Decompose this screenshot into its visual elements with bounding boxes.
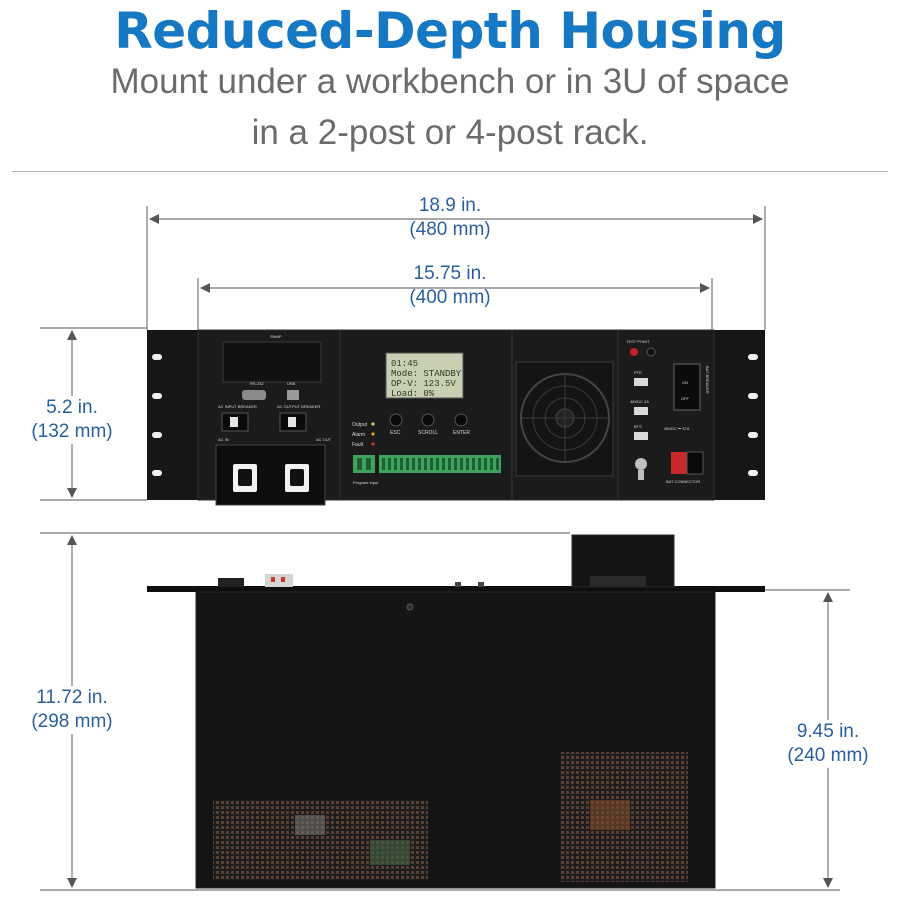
chassis-width-label: 15.75 in. (400 mm) — [380, 262, 520, 310]
page-title: Reduced-Depth Housing — [114, 2, 786, 60]
off-label: OFF — [681, 396, 690, 401]
height-inches: 5.2 in. — [46, 397, 98, 418]
fault-led-label: Fault — [352, 442, 364, 448]
test-point-label: TEST POINT — [626, 339, 650, 344]
ground-lug — [635, 458, 647, 470]
lcd-screen — [385, 352, 464, 399]
pte-connector — [634, 378, 648, 386]
chassis-depth-label: 9.45 in. (240 mm) — [772, 720, 884, 768]
bts-label: BTS — [634, 424, 642, 429]
snmp-slot — [222, 341, 322, 383]
lcd-line-1: 01:45 — [391, 359, 418, 369]
ac-out-label: AC OUT — [316, 437, 332, 442]
lcd-line-3: OP-V: 123.5V — [391, 379, 456, 389]
dc-rating-label: 48VDC ⎓ 37A — [664, 426, 690, 431]
divider-line — [12, 171, 888, 172]
rs232-label: RS-232 — [250, 381, 264, 386]
usb-label: USB — [287, 381, 296, 386]
bat-connector-black — [686, 451, 704, 475]
front-panel: SNMP RS-232 USB AC INPUT BREAKER AC OUTP… — [147, 329, 765, 506]
lcd-line-4: Load: 0% — [391, 389, 435, 399]
bat-connector-red — [671, 452, 687, 474]
test-point-black — [646, 347, 656, 357]
subtitle-line-1: Mount under a workbench or in 3U of spac… — [110, 62, 790, 101]
enter-label: ENTER — [453, 430, 470, 436]
on-label: ON — [682, 380, 688, 385]
scroll-label: SCROLL — [418, 430, 438, 436]
snmp-label: SNMP — [270, 334, 282, 339]
chassis-width-inches: 15.75 in. — [413, 263, 487, 284]
bat-connector-label: BAT CONNECTOR — [666, 479, 700, 484]
overall-width-inches: 18.9 in. — [418, 195, 482, 216]
subtitle-line-2: in a 2-post or 4-post rack. — [251, 113, 649, 152]
bat-breaker[interactable] — [673, 363, 701, 411]
dry-contact-terminals — [379, 455, 501, 473]
chassis-width-mm: (400 mm) — [409, 287, 491, 308]
usb-port — [287, 390, 299, 400]
pte-label: PTE — [634, 370, 642, 375]
enter-button[interactable] — [454, 413, 468, 427]
dc-48-connector — [634, 407, 648, 415]
esc-button[interactable] — [389, 413, 403, 427]
bts-connector — [634, 432, 648, 440]
ac-output-breaker-label: AC OUTPUT BREAKER — [277, 404, 320, 409]
overall-width-label: 18.9 in. (480 mm) — [380, 194, 520, 242]
program-input-terminal — [353, 455, 375, 473]
overall-width-mm: (480 mm) — [409, 219, 491, 240]
ac-in-label: AC IN — [218, 437, 229, 442]
esc-label: ESC — [390, 430, 401, 436]
scroll-button[interactable] — [421, 413, 435, 427]
overall-depth-inches: 11.72 in. — [36, 687, 108, 708]
dc-48-label: 48VDC 2A — [630, 399, 649, 404]
chassis-depth-inches: 9.45 in. — [796, 721, 860, 742]
alarm-led-icon — [371, 432, 375, 436]
overall-depth-label: 11.72 in. (298 mm) — [12, 686, 132, 734]
top-flange — [147, 586, 765, 592]
chassis-depth-mm: (240 mm) — [787, 745, 869, 766]
fault-led-icon — [371, 442, 375, 446]
output-led-icon — [371, 422, 375, 426]
lcd-line-2: Mode: STANDBY — [391, 369, 462, 379]
output-led-label: Output — [352, 422, 368, 428]
rs232-port — [242, 390, 266, 400]
ac-input-breaker-label: AC INPUT BREAKER — [218, 404, 257, 409]
height-mm: (132 mm) — [31, 421, 113, 442]
top-view — [147, 534, 765, 889]
overall-depth-mm: (298 mm) — [31, 711, 113, 732]
test-point-red — [630, 348, 638, 356]
height-label: 5.2 in. (132 mm) — [12, 396, 132, 444]
alarm-led-label: Alarm — [352, 432, 365, 438]
program-input-label: Program Input — [353, 480, 379, 485]
bat-breaker-label: BAT BREAKER — [705, 366, 710, 394]
